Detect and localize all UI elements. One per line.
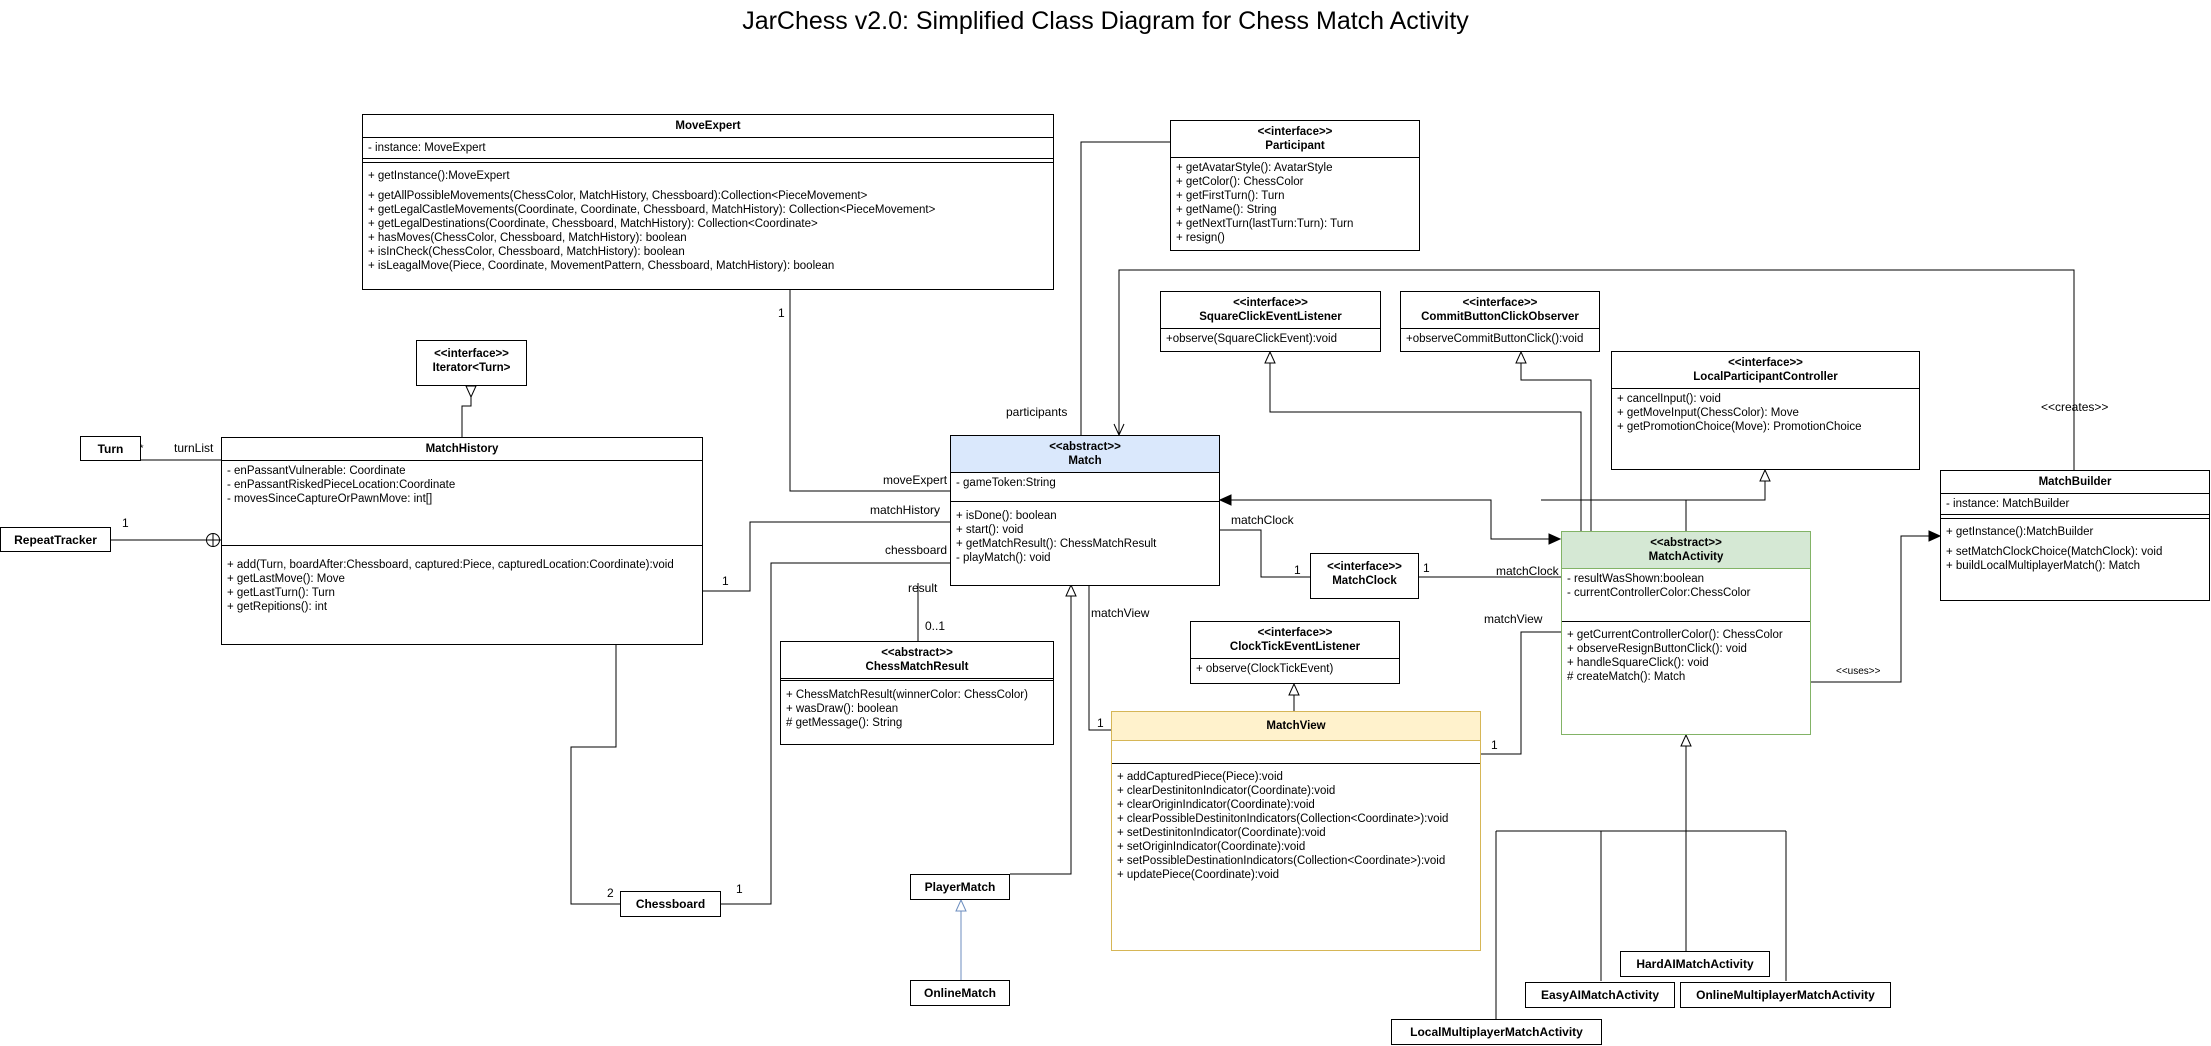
class-playermatch[interactable]: PlayerMatch	[910, 874, 1010, 900]
label-view-multiplicity-a: 1	[1097, 716, 1104, 730]
method: + hasMoves(ChessColor, Chessboard, Match…	[368, 232, 687, 244]
label-view-multiplicity-b: 1	[1491, 738, 1498, 752]
class-turn[interactable]: Turn	[80, 436, 141, 461]
attributes: - resultWasShown:boolean - currentContro…	[1562, 569, 1810, 622]
methods: + isDone(): boolean + start(): void + ge…	[956, 510, 1157, 564]
class-participant[interactable]: <<interface>> Participant + getAvatarSty…	[1170, 120, 1420, 251]
class-name: MoveExpert	[363, 115, 1053, 138]
interface-iterator-turn[interactable]: <<interface>> Iterator<Turn>	[416, 340, 527, 386]
label-participants: participants	[1006, 405, 1068, 419]
class-moveexpert[interactable]: MoveExpert - instance: MoveExpert + getI…	[362, 114, 1054, 290]
methods: + getAvatarStyle(): AvatarStyle + getCol…	[1176, 162, 1354, 244]
label-uses: <<uses>>	[1836, 666, 1881, 677]
attributes: - instance: MatchBuilder	[1941, 494, 2209, 515]
activity-builder-link	[1811, 535, 1940, 683]
class-header: <<interface>> Participant	[1171, 121, 1419, 158]
method: + getAllPossibleMovements(ChessColor, Ma…	[368, 190, 868, 202]
label-chessboard-role: chessboard	[885, 543, 948, 557]
methods: + ChessMatchResult(winnerColor: ChessCol…	[786, 689, 1028, 729]
label-board-multiplicity-2: 2	[607, 886, 614, 900]
class-match[interactable]: <<abstract>> Match - gameToken:String + …	[950, 435, 1220, 586]
match-activity-link	[1220, 499, 1560, 540]
label-repeattracker-multiplicity: 1	[122, 516, 129, 530]
class-chessmatchresult[interactable]: <<abstract>> ChessMatchResult + ChessMat…	[780, 641, 1054, 745]
chessboard-match-link	[721, 562, 950, 905]
class-matchview[interactable]: MatchView + addCapturedPiece(Piece):void…	[1111, 711, 1481, 951]
builder-match-link	[1118, 269, 2075, 470]
label-result-multiplicity: 0..1	[925, 619, 946, 633]
interface-localparticipantcontroller[interactable]: <<interface>> LocalParticipantController…	[1611, 351, 1920, 470]
label-result: result	[908, 581, 938, 595]
class-matchhistory[interactable]: MatchHistory - enPassantVulnerable: Coor…	[221, 437, 703, 645]
method: + getLegalDestinations(Coordinate, Chess…	[368, 218, 818, 230]
view-activity-link	[1481, 631, 1561, 755]
class-onlinematch[interactable]: OnlineMatch	[910, 980, 1010, 1006]
method: + isInCheck(ChessColor, Chessboard, Matc…	[368, 246, 685, 258]
activity-commit-link	[1520, 352, 1592, 531]
playermatch-match-link	[1010, 585, 1072, 875]
label-matchclock-role1: matchClock	[1231, 513, 1294, 527]
methods: + getCurrentControllerColor(): ChessColo…	[1567, 629, 1783, 683]
method: + getLegalCastleMovements(Coordinate, Co…	[368, 204, 936, 216]
match-view-link	[1088, 586, 1111, 731]
class-repeattracker[interactable]: RepeatTracker	[0, 527, 111, 552]
interface-commitbuttonclickobserver[interactable]: <<interface>> CommitButtonClickObserver …	[1400, 291, 1600, 352]
class-onlinemultiplayermatchactivity[interactable]: OnlineMultiplayerMatchActivity	[1680, 982, 1891, 1008]
label-matchview-role1: matchView	[1091, 606, 1150, 620]
activity-squareclick-link	[1269, 352, 1582, 531]
methods: + addCapturedPiece(Piece):void + clearDe…	[1117, 771, 1449, 881]
label-matchhistory-role: matchHistory	[870, 503, 941, 517]
methods: + getInstance():MoveExpert + getAllPossi…	[363, 162, 1053, 276]
history-chessboard-link	[570, 645, 620, 905]
attributes: - gameToken:String	[951, 473, 1219, 502]
activity-localcontroller-link	[1685, 470, 1766, 531]
attribute: - instance: MoveExpert	[368, 142, 486, 154]
label-creates: <<creates>>	[2041, 400, 2109, 414]
match-clock-link	[1220, 529, 1310, 578]
class-matchbuilder[interactable]: MatchBuilder - instance: MatchBuilder + …	[1940, 470, 2210, 601]
label-turn-multiplicity: *	[140, 443, 144, 453]
class-easyaimatchactivity[interactable]: EasyAIMatchActivity	[1525, 982, 1675, 1008]
label-moveexpert-role: moveExpert	[883, 473, 948, 487]
label-clock-multiplicity-a: 1	[1294, 563, 1301, 577]
participant-match-link	[1080, 141, 1170, 435]
label-clock-multiplicity-b: 1	[1423, 561, 1430, 575]
label-turnlist: turnList	[174, 441, 214, 455]
label-history-multiplicity: 1	[722, 574, 729, 588]
method: + isLeagalMove(Piece, Coordinate, Moveme…	[368, 260, 835, 272]
class-localmultiplayermatchactivity[interactable]: LocalMultiplayerMatchActivity	[1391, 1019, 1602, 1045]
method: + getInstance():MoveExpert	[368, 170, 510, 182]
attributes: - enPassantVulnerable: Coordinate - enPa…	[222, 461, 702, 546]
label-matchclock-role2: matchClock	[1496, 564, 1559, 578]
label-matchview-role2: matchView	[1484, 612, 1543, 626]
methods: + add(Turn, boardAfter:Chessboard, captu…	[227, 559, 674, 613]
history-match-link	[703, 521, 950, 592]
interface-squareclickeventlistener[interactable]: <<interface>> SquareClickEventListener +…	[1160, 291, 1381, 352]
methods: + getInstance():MatchBuilder + setMatchC…	[1941, 518, 2209, 576]
attributes: - instance: MoveExpert	[363, 138, 1053, 159]
label-board-multiplicity-1: 1	[736, 882, 743, 896]
interface-matchclock[interactable]: <<interface>> MatchClock	[1310, 553, 1419, 599]
class-chessboard[interactable]: Chessboard	[620, 891, 721, 917]
interface-clocktickeventlistener[interactable]: <<interface>> ClockTickEventListener + o…	[1190, 621, 1400, 684]
moveexpert-match-link	[789, 290, 950, 492]
diagram-title: JarChess v2.0: Simplified Class Diagram …	[742, 7, 1469, 35]
label-moveexpert-multiplicity: 1	[778, 306, 785, 320]
class-matchactivity[interactable]: <<abstract>> MatchActivity - resultWasSh…	[1561, 531, 1811, 735]
class-hardaimatchactivity[interactable]: HardAIMatchActivity	[1620, 951, 1770, 977]
